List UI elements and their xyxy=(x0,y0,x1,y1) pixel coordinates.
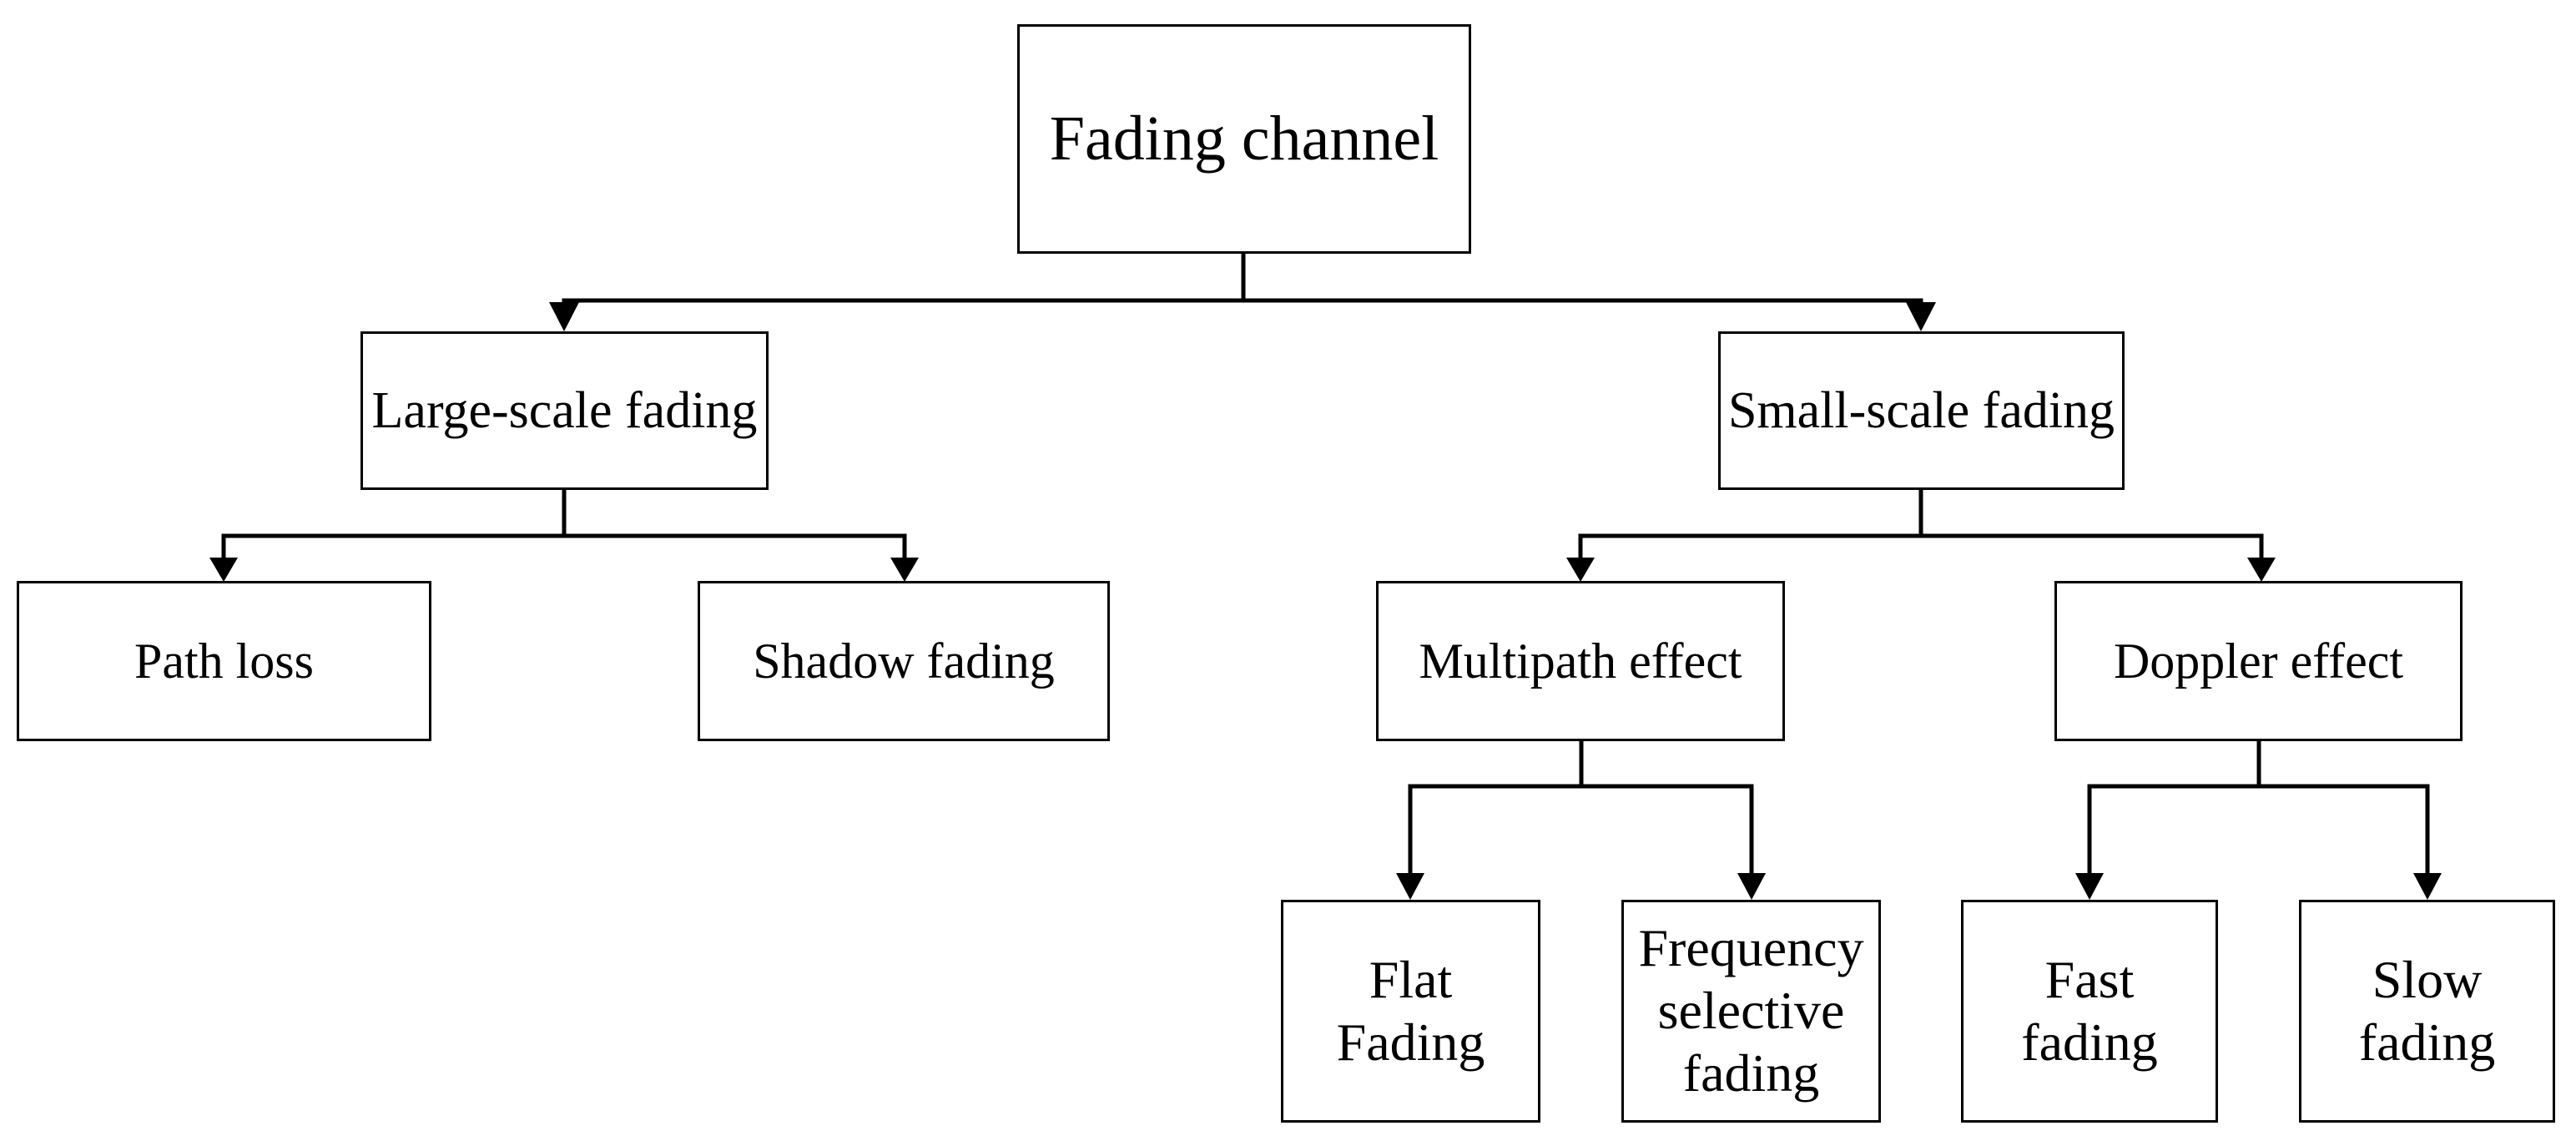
arrowhead-fast-fading xyxy=(2075,873,2104,900)
node-small-scale-fading-label: Small-scale fading xyxy=(1727,381,2115,439)
frequency-selective-line1: Frequency xyxy=(1638,918,1864,978)
node-slow-fading: Slow fading xyxy=(2299,900,2555,1123)
connector-multipath-to-children xyxy=(1396,740,1766,900)
node-slow-fading-label: Slow fading xyxy=(2359,949,2496,1074)
arrowhead-frequency-selective xyxy=(1737,873,1766,900)
connector-root-to-level2 xyxy=(549,253,1936,331)
frequency-selective-line2: selective xyxy=(1657,981,1845,1041)
slow-fading-line2: fading xyxy=(2358,1012,2496,1072)
node-large-scale-fading-label: Large-scale fading xyxy=(371,381,758,439)
flat-fading-line2: Fading xyxy=(1336,1012,1485,1072)
slow-fading-line1: Slow xyxy=(2372,949,2483,1009)
node-large-scale-fading: Large-scale fading xyxy=(360,331,769,490)
arrowhead-small-scale xyxy=(1906,302,1936,331)
node-doppler-effect-label: Doppler effect xyxy=(2113,633,2404,689)
arrowhead-large-scale xyxy=(549,302,579,331)
node-fading-channel: Fading channel xyxy=(1017,24,1471,254)
node-shadow-fading: Shadow fading xyxy=(698,581,1110,741)
node-shadow-fading-label: Shadow fading xyxy=(753,633,1055,689)
arrowhead-shadow-fading xyxy=(890,558,919,582)
node-path-loss: Path loss xyxy=(17,581,431,741)
node-flat-fading: Flat Fading xyxy=(1281,900,1540,1123)
arrowhead-path-loss xyxy=(209,558,238,582)
node-fast-fading-label: Fast fading xyxy=(2021,949,2158,1074)
node-multipath-effect: Multipath effect xyxy=(1376,581,1785,741)
node-flat-fading-label: Flat Fading xyxy=(1337,949,1485,1074)
node-fast-fading: Fast fading xyxy=(1961,900,2218,1123)
arrowhead-slow-fading xyxy=(2413,873,2442,900)
fast-fading-line2: fading xyxy=(2021,1012,2158,1072)
fast-fading-line1: Fast xyxy=(2044,949,2135,1009)
frequency-selective-line3: fading xyxy=(1682,1043,1820,1103)
node-doppler-effect: Doppler effect xyxy=(2054,581,2463,741)
connector-doppler-to-children xyxy=(2075,740,2442,900)
node-path-loss-label: Path loss xyxy=(134,633,315,689)
connector-large-scale-to-children xyxy=(209,489,919,582)
arrowhead-flat-fading xyxy=(1396,873,1424,900)
arrowhead-multipath xyxy=(1566,558,1595,582)
node-frequency-selective-fading: Frequency selective fading xyxy=(1621,900,1881,1123)
node-fading-channel-label: Fading channel xyxy=(1049,103,1439,174)
arrowhead-doppler xyxy=(2247,558,2276,582)
node-multipath-effect-label: Multipath effect xyxy=(1419,633,1742,689)
node-frequency-selective-fading-label: Frequency selective fading xyxy=(1638,917,1863,1105)
connector-small-scale-to-children xyxy=(1566,489,2276,582)
flat-fading-line1: Flat xyxy=(1369,949,1453,1009)
node-small-scale-fading: Small-scale fading xyxy=(1718,331,2125,490)
